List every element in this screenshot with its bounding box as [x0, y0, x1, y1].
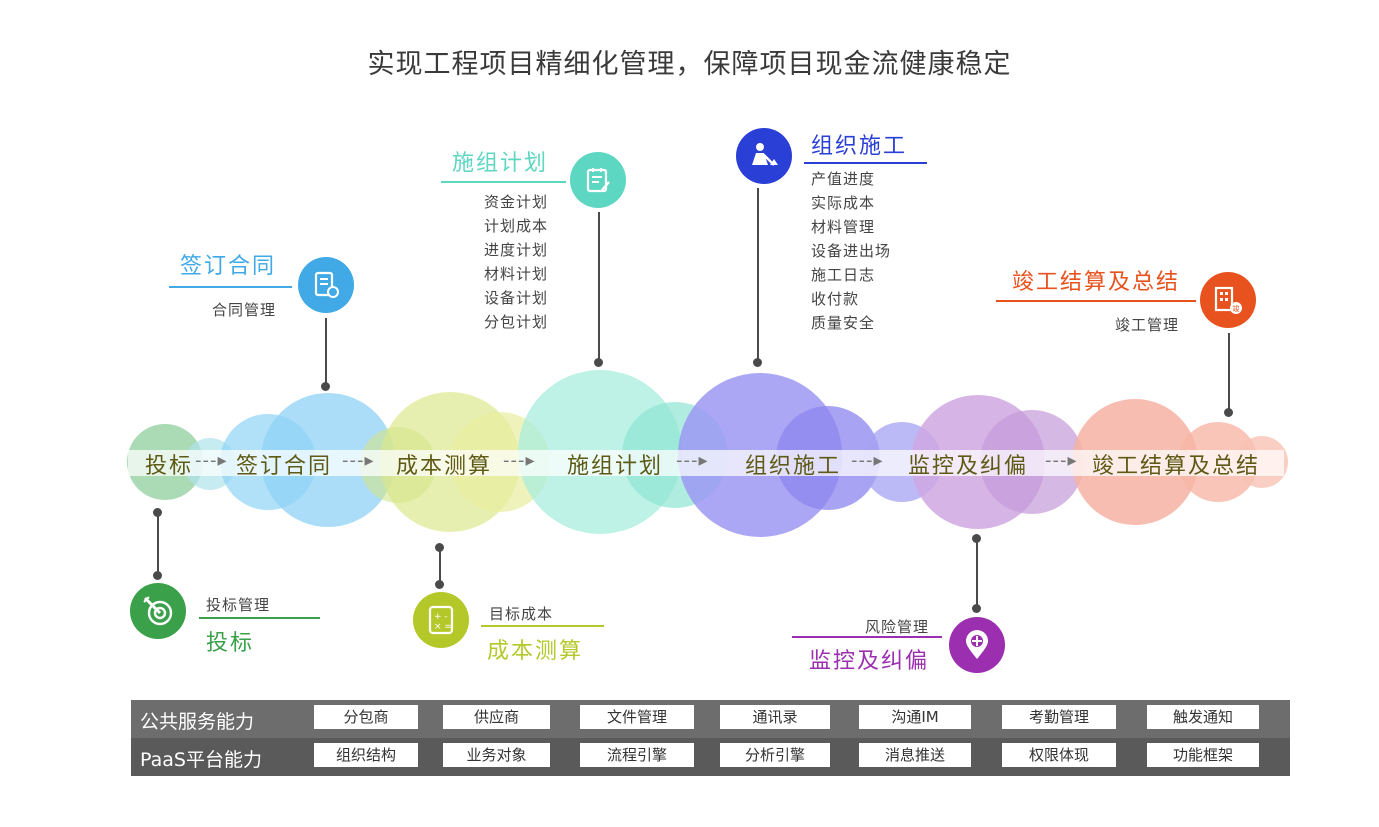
complete-underline [996, 300, 1196, 302]
connector-dot [153, 571, 162, 580]
construction-worker-icon-glyph [752, 143, 778, 166]
flow-arrow: ---▸ [676, 450, 709, 471]
connector-line [757, 188, 759, 362]
flow-arrow: ---▸ [503, 450, 536, 471]
public-chip[interactable]: 通讯录 [720, 705, 830, 729]
plan-item-list: 资金计划 计划成本 进度计划 材料计划 设备计划 分包计划 [484, 190, 548, 334]
location-pin-icon [949, 617, 1005, 673]
monitor-sub: 风险管理 [865, 618, 930, 636]
connector-line [1228, 333, 1230, 411]
flow-arrow: ---▸ [1045, 450, 1078, 471]
page-title: 实现工程项目精细化管理，保障项目现金流健康稳定 [367, 49, 1012, 80]
paas-chip[interactable]: 功能框架 [1147, 743, 1259, 767]
paas-chip[interactable]: 消息推送 [859, 743, 971, 767]
plan-underline [441, 181, 566, 183]
monitor-underline [792, 636, 942, 638]
public-chip[interactable]: 文件管理 [580, 705, 694, 729]
clipboard-edit-icon-glyph [586, 168, 610, 193]
contract-doc-icon [298, 257, 354, 313]
paas-chip[interactable]: 组织结构 [314, 743, 418, 767]
list-item: 设备进出场 [811, 242, 892, 260]
cost-heading: 成本测算 [487, 639, 584, 664]
calculator-icon: + - × = [413, 592, 469, 648]
flow-arrow: ---▸ [342, 450, 375, 471]
list-item: 产值进度 [811, 170, 876, 188]
target-icon-glyph [143, 596, 173, 626]
construction-worker-icon [736, 128, 792, 184]
build-heading: 组织施工 [811, 134, 908, 159]
list-item: 实际成本 [811, 194, 876, 212]
list-item: 进度计划 [484, 241, 549, 259]
svg-text:× =: × = [434, 622, 452, 632]
contract-doc-icon-glyph [314, 271, 339, 298]
connector-dot [1224, 408, 1233, 417]
bid-sub: 投标管理 [206, 596, 271, 614]
list-item: 收付款 [811, 290, 860, 308]
public-chip[interactable]: 分包商 [314, 705, 418, 729]
plan-heading: 施组计划 [452, 151, 549, 176]
connector-line [598, 212, 600, 362]
build-item-list: 产值进度 实际成本 材料管理 设备进出场 施工日志 收付款 质量安全 [811, 167, 891, 335]
connector-dot [972, 604, 981, 613]
list-item: 施工日志 [811, 266, 876, 284]
flow-arrow: ---▸ [851, 450, 884, 471]
public-chip[interactable]: 沟通IM [859, 705, 971, 729]
complete-heading: 竣工结算及总结 [1012, 270, 1181, 295]
svg-text:+ -: + - [434, 612, 448, 622]
complete-badge: 竣 [1233, 304, 1240, 313]
complete-sub: 竣工管理 [1115, 316, 1180, 334]
flow-step-plan: 施组计划 [567, 454, 664, 479]
paas-chip[interactable]: 权限体现 [1002, 743, 1116, 767]
connector-dot [753, 358, 762, 367]
paas-chip[interactable]: 业务对象 [443, 743, 550, 767]
flow-step-complete: 竣工结算及总结 [1092, 454, 1261, 479]
public-service-label: 公共服务能力 [140, 711, 255, 733]
bid-heading: 投标 [206, 631, 255, 656]
public-chip[interactable]: 供应商 [443, 705, 550, 729]
list-item: 质量安全 [811, 314, 876, 332]
target-icon [130, 583, 186, 639]
flow-step-cost: 成本测算 [396, 454, 493, 479]
connector-line [976, 538, 978, 608]
cost-sub: 目标成本 [489, 605, 554, 623]
list-item: 计划成本 [484, 217, 549, 235]
connector-line [439, 547, 441, 583]
flow-step-bid: 投标 [145, 454, 194, 479]
cost-underline [481, 625, 604, 627]
flow-band-strip [128, 450, 1284, 476]
connector-line [157, 512, 159, 574]
monitor-heading: 监控及纠偏 [809, 649, 930, 674]
public-service-bar: 公共服务能力 分包商 供应商 文件管理 通讯录 沟通IM 考勤管理 触发通知 [131, 700, 1290, 738]
flow-arrow: ---▸ [195, 450, 228, 471]
flow-step-monitor: 监控及纠偏 [908, 454, 1029, 479]
location-pin-icon-glyph [966, 630, 988, 659]
public-chip[interactable]: 触发通知 [1147, 705, 1259, 729]
list-item: 资金计划 [484, 193, 549, 211]
build-underline [804, 162, 927, 164]
building-icon: 竣 [1200, 272, 1256, 328]
connector-dot [321, 382, 330, 391]
paas-platform-bar: PaaS平台能力 组织结构 业务对象 流程引擎 分析引擎 消息推送 权限体现 功… [131, 738, 1290, 776]
bid-underline [199, 617, 320, 619]
list-item: 材料管理 [811, 218, 876, 236]
clipboard-edit-icon [570, 152, 626, 208]
contract-sub: 合同管理 [212, 301, 277, 319]
paas-platform-label: PaaS平台能力 [140, 749, 262, 771]
connector-dot [435, 580, 444, 589]
flow-step-build: 组织施工 [745, 454, 842, 479]
list-item: 设备计划 [484, 289, 549, 307]
calculator-icon-glyph: + - × = [428, 605, 454, 635]
paas-chip[interactable]: 分析引擎 [720, 743, 830, 767]
public-chip[interactable]: 考勤管理 [1002, 705, 1116, 729]
connector-dot [594, 358, 603, 367]
contract-underline [169, 286, 292, 288]
flow-step-contract: 签订合同 [236, 454, 333, 479]
list-item: 分包计划 [484, 313, 549, 331]
list-item: 材料计划 [484, 265, 549, 283]
contract-heading: 签订合同 [180, 254, 277, 279]
connector-line [325, 318, 327, 386]
paas-chip[interactable]: 流程引擎 [580, 743, 694, 767]
building-icon-glyph: 竣 [1214, 286, 1242, 314]
